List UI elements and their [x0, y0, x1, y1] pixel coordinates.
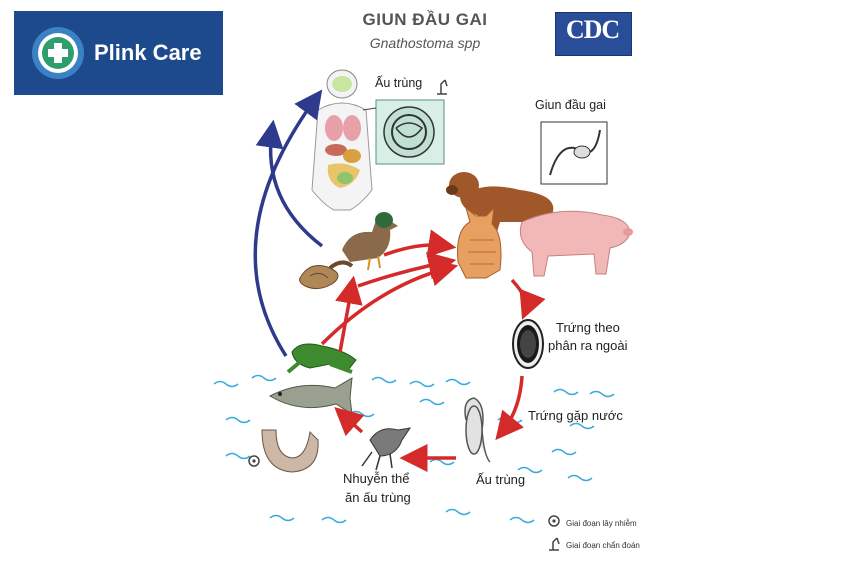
larva-micrograph	[362, 99, 445, 165]
label-adult-worm: Giun đầu gai	[535, 98, 606, 112]
dog-icon	[446, 172, 554, 248]
arrow-duck-to-human	[255, 119, 324, 248]
diagram-subtitle: Gnathostoma spp	[369, 35, 481, 51]
duck-icon	[342, 212, 398, 271]
arrow-fish-to-human	[253, 89, 323, 357]
label-eggs-water: Trứng gặp nước	[528, 408, 623, 423]
cdc-logo	[555, 12, 632, 56]
arrow-duck-to-cat	[383, 229, 457, 258]
pig-icon	[519, 210, 633, 277]
arrow-cat-to-egg	[510, 278, 546, 320]
label-eggs-line2: phân ra ngoài	[548, 338, 628, 353]
legend-diagnostic: Giai đoạn chẩn đoán	[566, 541, 640, 550]
label-eggs-line1: Trứng theo	[556, 320, 620, 335]
legend-infective: Giai đoạn lây nhiễm	[566, 519, 637, 528]
arrow-frog-to-cat	[320, 258, 459, 346]
human-host-icon	[311, 69, 373, 211]
label-larva-bottom: Ấu trùng	[476, 472, 526, 487]
diagram-title: GIUN ĐẦU GAI	[362, 10, 488, 29]
snake-icon	[299, 260, 354, 290]
arrow-copepod-to-fish	[334, 406, 365, 437]
legend-microscope-icon	[549, 537, 560, 551]
egg-icon	[512, 319, 544, 369]
adult-worm-illustration	[540, 121, 608, 185]
label-larva-top: Ấu trùng	[375, 76, 423, 90]
larva-water-icon	[464, 397, 491, 463]
legend-biohazard-icon	[548, 515, 560, 527]
arrow-frog-to-snake	[335, 275, 363, 353]
frog-icon	[286, 343, 357, 374]
microscope-icon	[437, 79, 448, 95]
eel-icon	[261, 429, 319, 473]
cat-icon	[457, 206, 502, 279]
label-copepod-line1: Nhuyễn thể	[343, 471, 410, 486]
label-copepod-line2: ăn ấu trùng	[345, 490, 411, 505]
arrow-egg-to-larva	[495, 375, 524, 441]
cdc-logo-text: CDC	[565, 15, 620, 44]
biohazard-icon	[248, 455, 260, 467]
fish-icon	[268, 377, 353, 415]
brand-name: Plink Care	[94, 40, 202, 65]
copepod-icon	[361, 427, 412, 471]
